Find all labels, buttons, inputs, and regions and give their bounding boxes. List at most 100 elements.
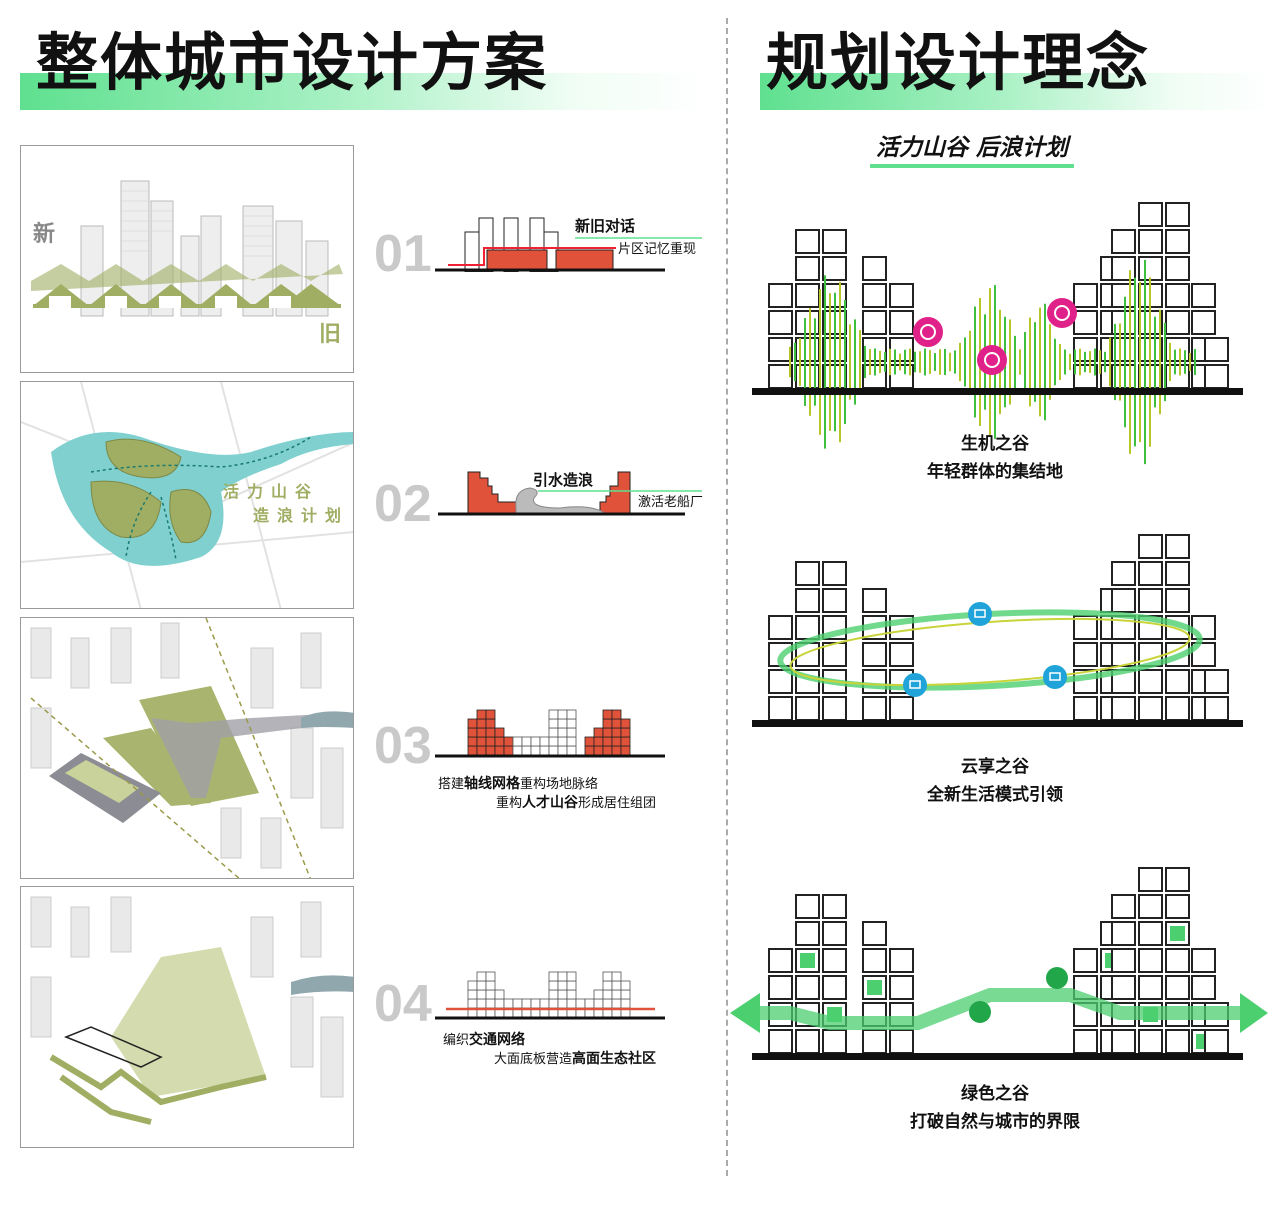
title-highlight-left bbox=[20, 73, 710, 110]
building-cell bbox=[1191, 283, 1216, 308]
building-cell bbox=[768, 615, 793, 640]
step-04-line1: 编织交通网络 bbox=[443, 1032, 526, 1048]
grid-cell bbox=[494, 989, 505, 1000]
building-cell bbox=[1111, 561, 1136, 586]
label-old: 旧 bbox=[319, 322, 342, 347]
grid-cell bbox=[620, 718, 631, 729]
building-cell bbox=[1165, 669, 1190, 694]
game-controller-icon bbox=[977, 345, 1007, 375]
building-cell bbox=[1191, 310, 1216, 335]
traffic-network-map bbox=[30, 896, 353, 1125]
building-cell bbox=[1111, 894, 1136, 919]
green-space-cell bbox=[800, 953, 815, 968]
step-01-text: 片区记忆重现 bbox=[618, 242, 697, 257]
building-cell bbox=[1138, 921, 1163, 946]
green-space-cell bbox=[1170, 926, 1185, 941]
building-cell bbox=[862, 310, 887, 335]
building-cell bbox=[1191, 975, 1216, 1000]
diagram-axis-grid bbox=[435, 709, 665, 758]
step-number-04: 04 bbox=[374, 975, 432, 1033]
building-cell bbox=[768, 364, 793, 389]
building-cell bbox=[1073, 615, 1098, 640]
building-cell bbox=[1204, 696, 1229, 721]
green-space-cell bbox=[867, 980, 882, 995]
building-cell bbox=[795, 256, 820, 281]
building-cell bbox=[1165, 256, 1190, 281]
page-title-left: 整体城市设计方案 bbox=[36, 26, 549, 99]
grid-cell bbox=[566, 971, 577, 982]
building-cell bbox=[1138, 894, 1163, 919]
icon-glyph bbox=[974, 609, 986, 618]
building-cell bbox=[795, 615, 820, 640]
green-corridor bbox=[748, 988, 1245, 1030]
icon-glyph bbox=[920, 324, 936, 340]
building-cell bbox=[862, 948, 887, 973]
building-cell bbox=[1111, 696, 1136, 721]
grid-cell bbox=[494, 727, 505, 738]
laptop-icon bbox=[968, 602, 992, 626]
concept-2-text: 全新生活模式引领 bbox=[927, 785, 1063, 805]
icon-glyph bbox=[1049, 672, 1061, 681]
building-cell bbox=[822, 975, 847, 1000]
step-04-line2: 大面底板营造高面生态社区 bbox=[494, 1051, 657, 1067]
concept-diagram-3 bbox=[730, 867, 1268, 1060]
building-cell bbox=[1165, 867, 1190, 892]
building-cell bbox=[1073, 283, 1098, 308]
building-cell bbox=[889, 696, 914, 721]
building-cell bbox=[768, 283, 793, 308]
building-cell bbox=[862, 283, 887, 308]
step-03-line2: 重构人才山谷形成居住组团 bbox=[496, 795, 657, 811]
building-cell bbox=[1138, 256, 1163, 281]
building-cell bbox=[1138, 202, 1163, 227]
map-label-line1: 活力山谷 bbox=[223, 482, 320, 501]
icon-glyph bbox=[909, 680, 921, 689]
building-cell bbox=[1073, 310, 1098, 335]
cloud-icon bbox=[1043, 665, 1067, 689]
building-cell bbox=[768, 669, 793, 694]
building-cell bbox=[1111, 921, 1136, 946]
building-cell bbox=[1138, 534, 1163, 559]
building-cell bbox=[822, 1029, 847, 1054]
arrow-right-icon bbox=[1240, 993, 1268, 1033]
grid-cell bbox=[485, 971, 496, 982]
step-01-heading: 新旧对话 bbox=[575, 217, 636, 235]
globe-icon bbox=[903, 673, 927, 697]
building-cell bbox=[768, 696, 793, 721]
building-cell bbox=[1138, 229, 1163, 254]
concept-subtitle: 活力山谷 后浪计划 bbox=[870, 128, 1075, 168]
building-cell bbox=[1191, 948, 1216, 973]
concept-2-heading: 云享之谷 bbox=[961, 757, 1029, 777]
icon-glyph bbox=[984, 352, 1000, 368]
diagram-old-new-dialogue bbox=[435, 217, 702, 272]
building-cell bbox=[1165, 948, 1190, 973]
diagram-traffic-network bbox=[435, 971, 665, 1020]
panel-axis-grid-map bbox=[20, 617, 354, 879]
concept-3-heading: 绿色之谷 bbox=[961, 1084, 1029, 1104]
step-number-03: 03 bbox=[374, 717, 432, 775]
grid-cell bbox=[611, 709, 622, 720]
building-cell bbox=[889, 642, 914, 667]
building-cell bbox=[1111, 256, 1136, 281]
step-number-01: 01 bbox=[374, 225, 432, 283]
building-cell bbox=[1111, 975, 1136, 1000]
arrow-left-icon bbox=[730, 993, 760, 1033]
concept-1-heading: 生机之谷 bbox=[961, 434, 1029, 454]
building-cell bbox=[1111, 588, 1136, 613]
building-cell bbox=[862, 256, 887, 281]
concept-3-text: 打破自然与城市的界限 bbox=[910, 1112, 1080, 1132]
building-cell bbox=[1138, 975, 1163, 1000]
building-cell bbox=[1165, 534, 1190, 559]
building-cell bbox=[1165, 1029, 1190, 1054]
building-cell bbox=[822, 229, 847, 254]
building-cell bbox=[795, 1029, 820, 1054]
valley-map bbox=[21, 382, 353, 608]
building-cell bbox=[1204, 669, 1229, 694]
building-cell bbox=[889, 1029, 914, 1054]
map-label-line2: 造浪计划 bbox=[253, 506, 350, 525]
building-cell bbox=[1165, 588, 1190, 613]
grid-cell bbox=[620, 980, 631, 991]
building-cell bbox=[768, 337, 793, 362]
building-cell bbox=[1138, 561, 1163, 586]
concept-diagram-1 bbox=[752, 202, 1243, 465]
